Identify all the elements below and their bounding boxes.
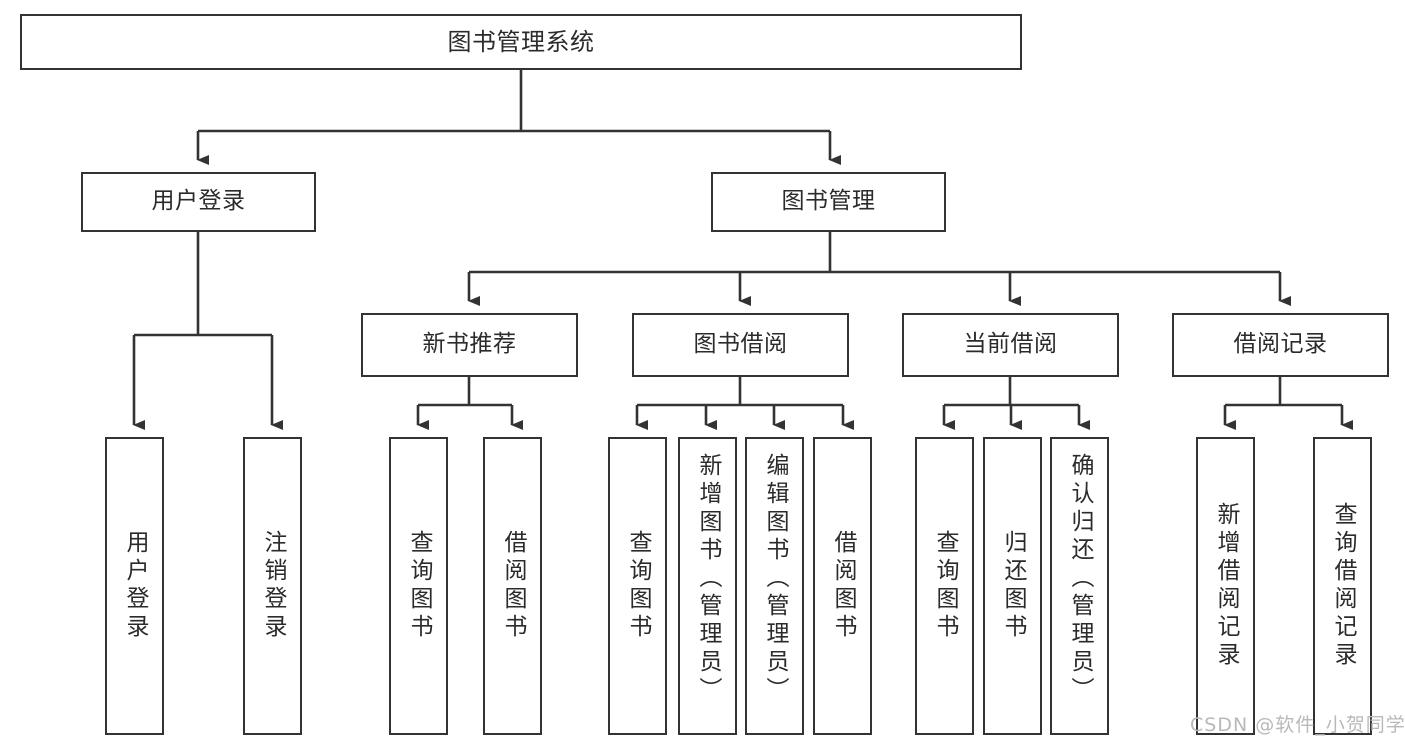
node-label: 图书管理系统 xyxy=(447,27,595,56)
leaf-query-book-borrow[interactable]: 查询图书 xyxy=(608,437,667,735)
leaf-edit-book-admin[interactable]: 编辑图书（管理员） xyxy=(745,437,804,735)
leaf-user-logout[interactable]: 注销登录 xyxy=(243,437,302,735)
node-label: 新增图书（管理员） xyxy=(695,453,721,705)
node-label: 借阅图书 xyxy=(500,530,526,642)
node-book-borrow[interactable]: 图书借阅 xyxy=(632,313,849,377)
node-label: 编辑图书（管理员） xyxy=(762,453,788,705)
node-label: 新增借阅记录 xyxy=(1213,502,1239,670)
leaf-borrow-book-recommend[interactable]: 借阅图书 xyxy=(483,437,542,735)
node-label: 查询图书 xyxy=(625,530,651,642)
node-label: 确认归还（管理员） xyxy=(1067,453,1093,705)
node-label: 查询图书 xyxy=(406,530,432,642)
leaf-query-book-current[interactable]: 查询图书 xyxy=(915,437,974,735)
node-label: 用户登录 xyxy=(151,188,246,215)
node-label: 当前借阅 xyxy=(963,331,1058,358)
node-book-management[interactable]: 图书管理 xyxy=(711,172,946,232)
node-label: 归还图书 xyxy=(1000,530,1026,642)
leaf-query-borrow-record[interactable]: 查询借阅记录 xyxy=(1313,437,1372,735)
leaf-query-book-recommend[interactable]: 查询图书 xyxy=(389,437,448,735)
node-new-book-recommend[interactable]: 新书推荐 xyxy=(361,313,578,377)
node-label: 图书管理 xyxy=(781,188,876,215)
node-current-borrow[interactable]: 当前借阅 xyxy=(902,313,1119,377)
leaf-confirm-return-admin[interactable]: 确认归还（管理员） xyxy=(1050,437,1109,735)
leaf-add-borrow-record[interactable]: 新增借阅记录 xyxy=(1196,437,1255,735)
node-label: 图书借阅 xyxy=(693,331,788,358)
node-user-login[interactable]: 用户登录 xyxy=(81,172,316,232)
node-borrow-record[interactable]: 借阅记录 xyxy=(1172,313,1389,377)
node-label: 借阅图书 xyxy=(830,530,856,642)
node-label: 借阅记录 xyxy=(1233,331,1328,358)
watermark-text: CSDN @软件_小贺同学 xyxy=(1190,714,1405,736)
node-root-system[interactable]: 图书管理系统 xyxy=(20,14,1022,70)
node-label: 注销登录 xyxy=(260,530,286,642)
node-label: 查询图书 xyxy=(932,530,958,642)
leaf-return-book[interactable]: 归还图书 xyxy=(983,437,1042,735)
leaf-borrow-book-borrow[interactable]: 借阅图书 xyxy=(813,437,872,735)
leaf-user-login[interactable]: 用户登录 xyxy=(105,437,164,735)
node-label: 用户登录 xyxy=(122,530,148,642)
leaf-add-book-admin[interactable]: 新增图书（管理员） xyxy=(678,437,737,735)
node-label: 新书推荐 xyxy=(422,331,517,358)
node-label: 查询借阅记录 xyxy=(1330,502,1356,670)
